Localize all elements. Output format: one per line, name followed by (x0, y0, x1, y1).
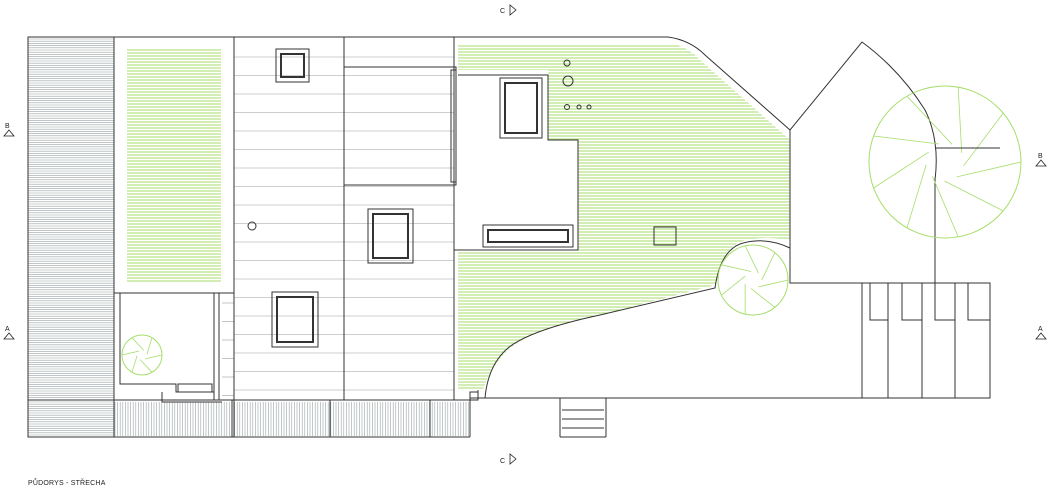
green-roof-left (127, 49, 221, 282)
building-outline (27, 36, 991, 438)
section-marker-bottom: C (500, 453, 517, 465)
section-label-left-b: B (5, 123, 10, 130)
section-marker-top: C (500, 4, 517, 16)
section-marker-right-b: B (1035, 153, 1047, 167)
section-marker-left-a: A (3, 326, 15, 340)
gray-hatch-left (28, 38, 114, 401)
roof-planks (222, 56, 454, 396)
section-label-right-b: B (1038, 153, 1043, 160)
section-label-top: C (500, 8, 505, 15)
section-label-left-a: A (5, 326, 10, 333)
skylights (271, 48, 677, 348)
section-label-right-a: A (1038, 326, 1043, 333)
gray-hatch-bottom (28, 401, 469, 436)
trees (121, 85, 1022, 376)
section-label-bottom: C (500, 458, 505, 465)
roof-vents (247, 59, 592, 231)
section-marker-left-b: B (3, 123, 15, 137)
drawing-caption: PŮDORYS - STŘECHA (28, 480, 106, 487)
section-marker-right-a: A (1035, 326, 1047, 340)
